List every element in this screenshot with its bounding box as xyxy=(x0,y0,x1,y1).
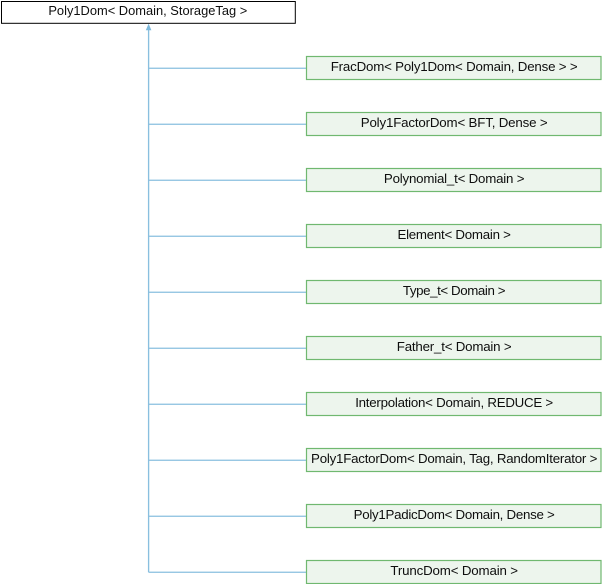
svg-text:Poly1FactorDom< BFT, Dense >: Poly1FactorDom< BFT, Dense > xyxy=(361,115,548,130)
svg-text:Poly1FactorDom< Domain, Tag, R: Poly1FactorDom< Domain, Tag, RandomItera… xyxy=(311,451,598,466)
svg-text:FracDom< Poly1Dom< Domain, Den: FracDom< Poly1Dom< Domain, Dense > > xyxy=(331,59,578,74)
svg-text:Polynomial_t< Domain >: Polynomial_t< Domain > xyxy=(384,171,525,186)
svg-text:Poly1Dom< Domain, StorageTag >: Poly1Dom< Domain, StorageTag > xyxy=(48,3,247,18)
svg-text:Type_t< Domain >: Type_t< Domain > xyxy=(403,283,506,298)
svg-text:TruncDom< Domain >: TruncDom< Domain > xyxy=(390,563,518,578)
svg-text:Element< Domain >: Element< Domain > xyxy=(397,227,511,242)
svg-text:Interpolation< Domain, REDUCE: Interpolation< Domain, REDUCE > xyxy=(355,395,553,410)
svg-text:Father_t< Domain >: Father_t< Domain > xyxy=(397,339,512,354)
svg-text:Poly1PadicDom< Domain, Dense >: Poly1PadicDom< Domain, Dense > xyxy=(354,507,555,522)
